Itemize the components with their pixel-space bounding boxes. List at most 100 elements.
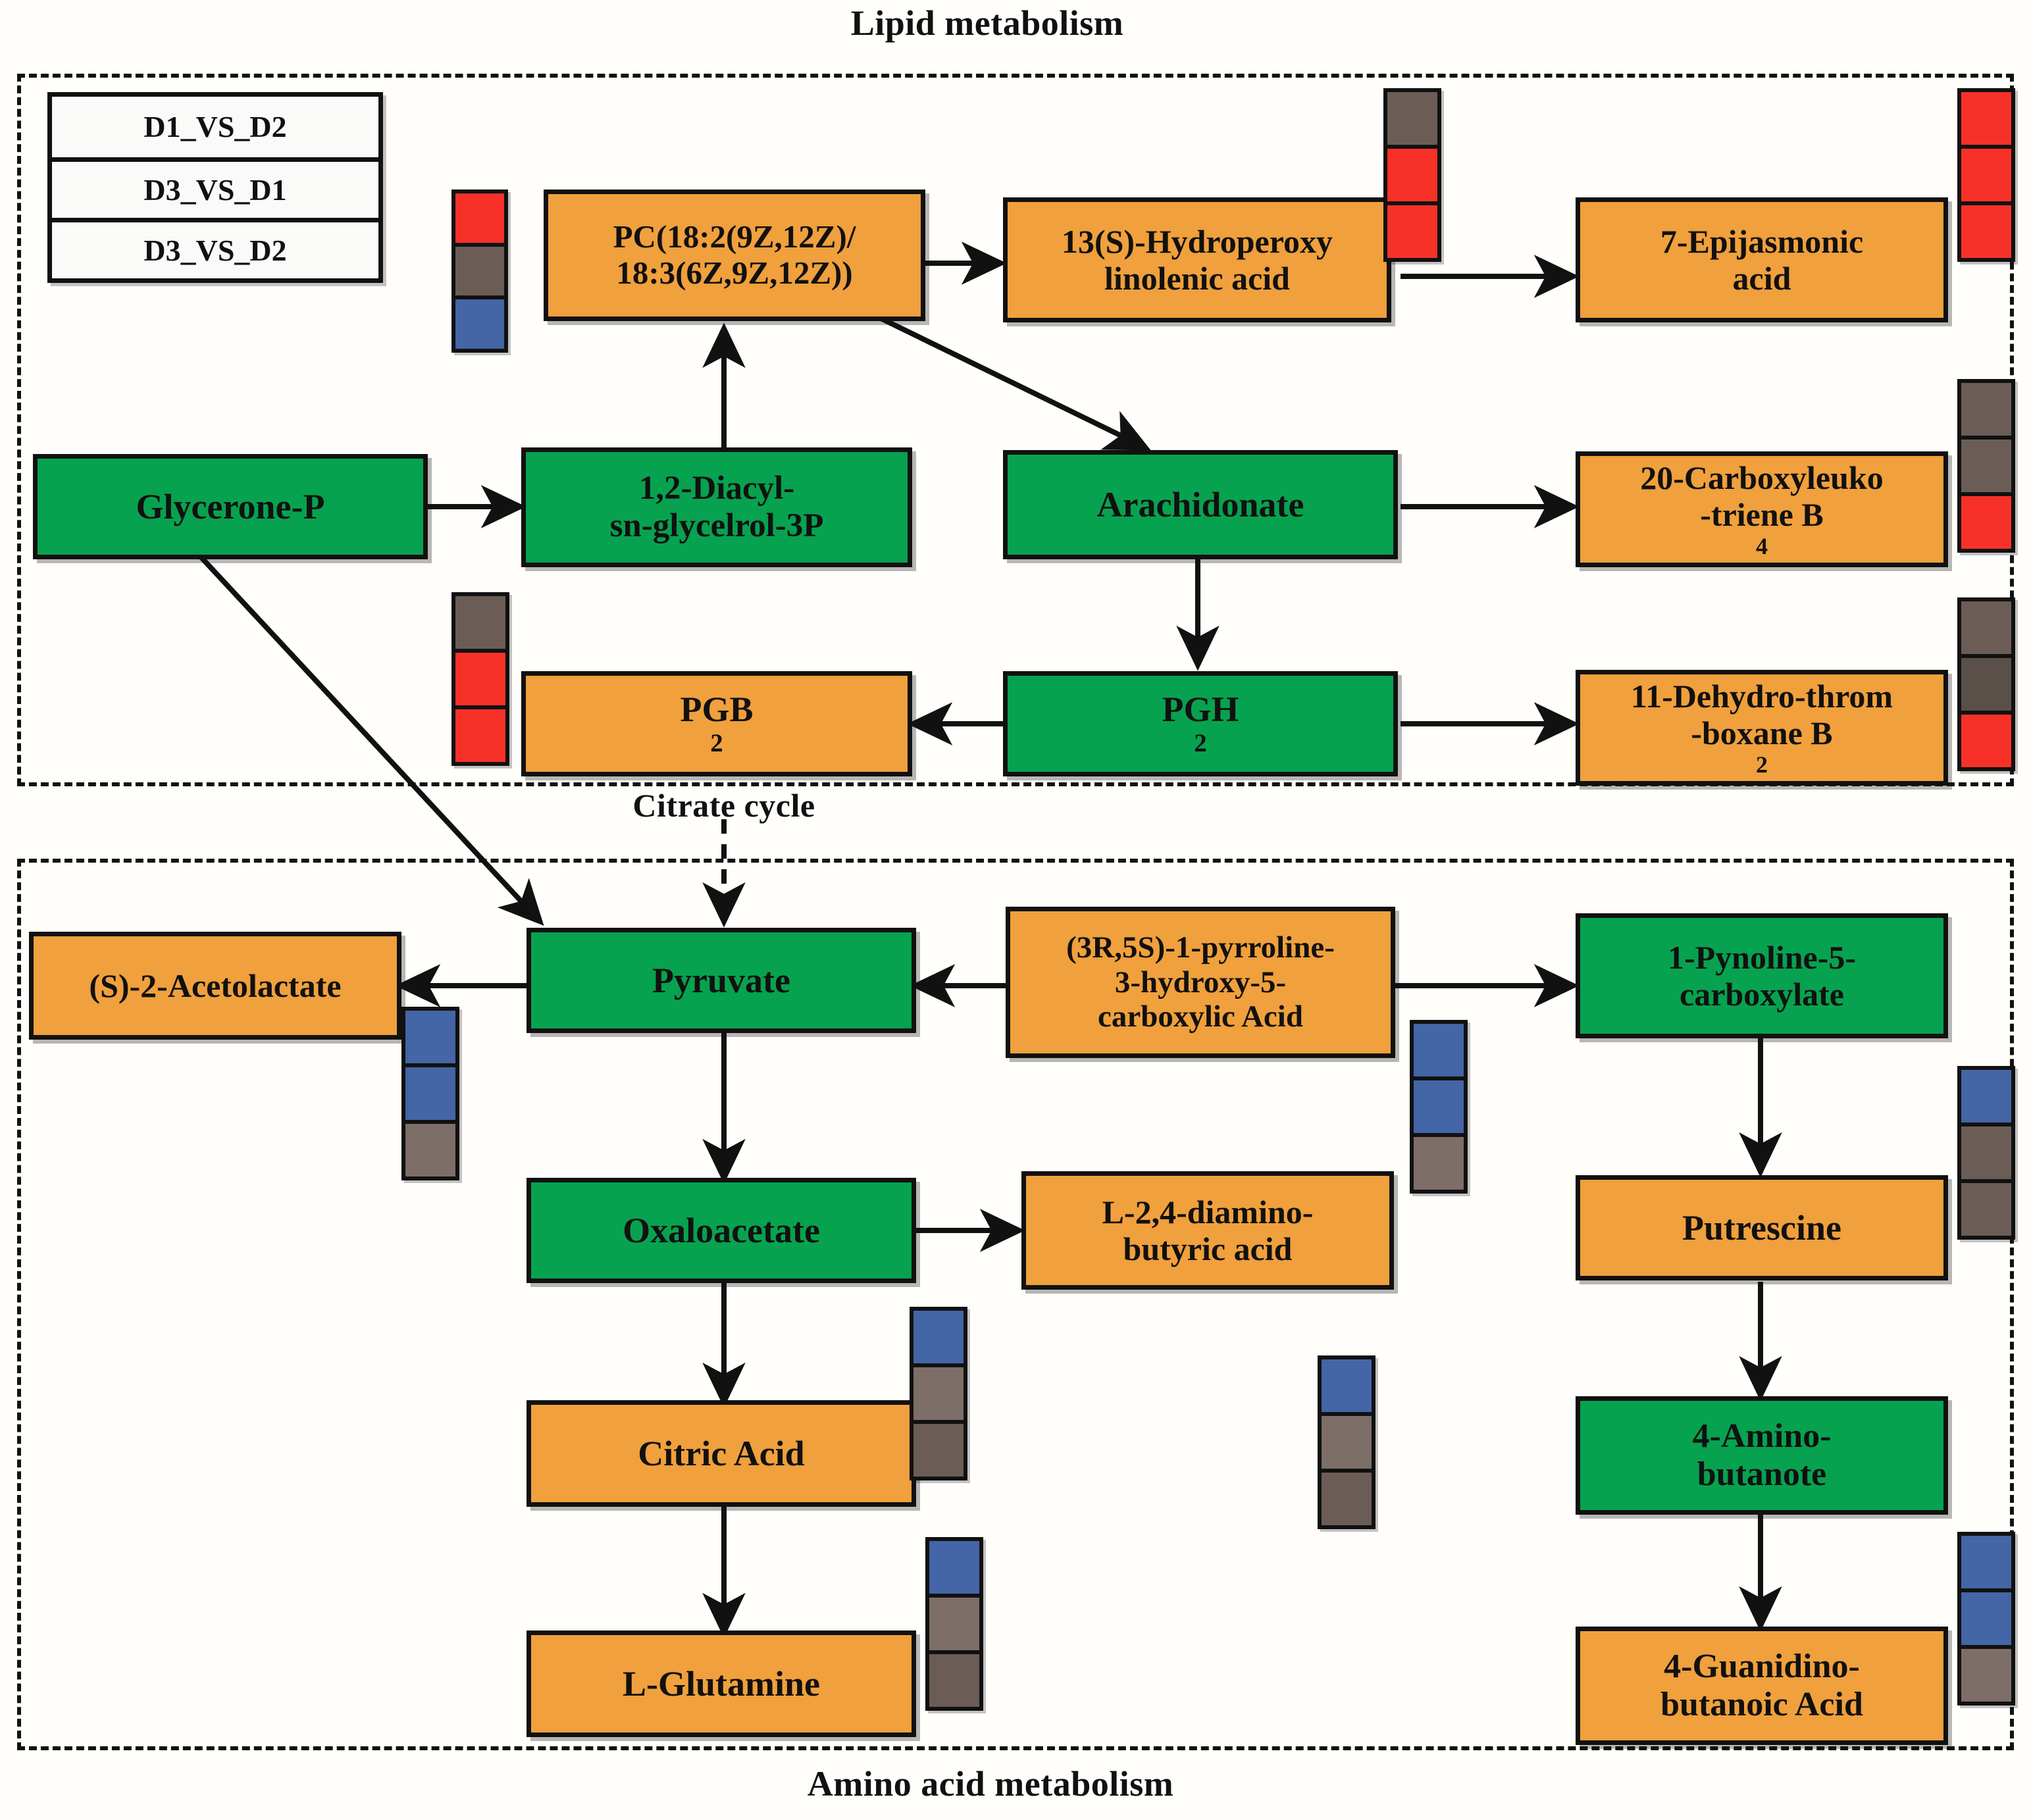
stack-13s-hydroperoxy-linolenic-acid <box>1383 88 1441 262</box>
amino-acid-metabolism-title: Amino acid metabolism <box>807 1764 1174 1804</box>
stack-pyruvate <box>401 1007 459 1180</box>
legend-row-d3-vs-d2: D3_VS_D2 <box>52 217 378 278</box>
stack-cell-d1-vs-d2 <box>1961 92 2011 145</box>
stack-cell-d1-vs-d2 <box>1961 601 2011 654</box>
node-l-glutamine[interactable]: L-Glutamine <box>527 1630 916 1737</box>
node-diaminobutyric-line1: L-2,4-diamino- <box>1102 1194 1314 1230</box>
node-pgb2-label: PGB <box>680 690 754 729</box>
node-putrescine[interactable]: Putrescine <box>1576 1175 1948 1280</box>
node-1-pynoline-5-carboxylate[interactable]: 1-Pynoline-5- carboxylate <box>1576 913 1948 1038</box>
citrate-cycle-title: Citrate cycle <box>632 787 815 824</box>
stack-pgb2 <box>451 592 509 766</box>
node-pynoline-line2: carboxylate <box>1680 976 1844 1013</box>
node-oxaloacetate-label: Oxaloacetate <box>623 1210 820 1250</box>
legend-key-cell-brown <box>455 242 504 296</box>
node-dehydrothrom-subscript: 2 <box>1756 751 1768 778</box>
stack-cell-d3-vs-d2 <box>929 1650 979 1707</box>
stack-cell-d1-vs-d2 <box>913 1311 964 1363</box>
legend-row-d1-vs-d2: D1_VS_D2 <box>143 110 287 144</box>
node-oxaloacetate[interactable]: Oxaloacetate <box>527 1178 916 1283</box>
stack-cell-d3-vs-d2 <box>455 705 505 762</box>
node-pc-line1: PC(18:2(9Z,12Z)/ <box>613 218 856 255</box>
node-pc-phosphatidylcholine[interactable]: PC(18:2(9Z,12Z)/ 18:3(6Z,9Z,12Z)) <box>544 190 925 321</box>
stack-cell-d1-vs-d2 <box>405 1011 455 1063</box>
stack-cell-d3-vs-d1 <box>405 1063 455 1120</box>
node-7-epijasmonic-acid[interactable]: 7-Epijasmonic acid <box>1576 197 1948 322</box>
node-epijasmonic-line1: 7-Epijasmonic <box>1660 223 1864 260</box>
node-4-aminobutanote[interactable]: 4-Amino- butanote <box>1576 1396 1948 1515</box>
node-aminobutanote-line1: 4-Amino- <box>1692 1417 1832 1455</box>
stack-cell-d1-vs-d2 <box>455 596 505 649</box>
stack-cell-d1-vs-d2 <box>1322 1359 1372 1412</box>
stack-cell-d3-vs-d2 <box>1414 1133 1464 1190</box>
node-carboxyleuko-line2: -triene B <box>1700 495 1824 533</box>
stack-7-epijasmonic-acid <box>1957 88 2015 262</box>
stack-cell-d3-vs-d2 <box>1961 492 2011 549</box>
node-pyruvate[interactable]: Pyruvate <box>527 928 916 1033</box>
stack-cell-d3-vs-d2 <box>1961 711 2011 767</box>
node-dehydrothrom-line2: -boxane B <box>1691 714 1833 751</box>
node-pyrroline-line2: 3-hydroxy-5- <box>1114 965 1287 999</box>
stack-3r5s-1-pyrroline <box>1410 1020 1468 1194</box>
node-hpl-line1: 13(S)-Hydroperoxy <box>1061 223 1333 260</box>
stack-cell-d1-vs-d2 <box>1387 92 1437 145</box>
node-arachidonate[interactable]: Arachidonate <box>1003 450 1398 559</box>
amino-acid-metabolism-frame <box>17 859 2014 1750</box>
node-13s-hydroperoxy-linolenic-acid[interactable]: 13(S)-Hydroperoxy linolenic acid <box>1003 197 1391 322</box>
node-s-2-acetolactate[interactable]: (S)-2-Acetolactate <box>29 932 401 1040</box>
legend-row-d3-vs-d1: D3_VS_D1 <box>52 157 378 218</box>
legend-key-cell-red <box>455 193 504 243</box>
stack-l-glutamine <box>925 1537 983 1711</box>
node-citric-acid[interactable]: Citric Acid <box>527 1400 916 1507</box>
node-epijasmonic-line2: acid <box>1732 260 1791 297</box>
node-diacyl-line1: 1,2-Diacyl- <box>638 469 795 507</box>
node-pgb2-subscript: 2 <box>710 729 723 758</box>
stack-cell-d1-vs-d2 <box>1961 383 2011 436</box>
node-putrescine-label: Putrescine <box>1682 1207 1841 1248</box>
node-pc-line2: 18:3(6Z,9Z,12Z)) <box>616 255 853 291</box>
stack-cell-d3-vs-d1 <box>1414 1076 1464 1133</box>
stack-cell-d3-vs-d1 <box>1387 145 1437 201</box>
stack-cell-d3-vs-d1 <box>455 649 505 705</box>
stack-cell-d3-vs-d1 <box>913 1363 964 1420</box>
comparison-legend: D1_VS_D2 D3_VS_D1 D3_VS_D2 <box>47 92 383 283</box>
stack-cell-d3-vs-d1 <box>929 1594 979 1650</box>
node-1-2-diacyl-sn-glycerol-3p[interactable]: 1,2-Diacyl- sn-glycelrol-3P <box>521 447 912 567</box>
stack-cell-d3-vs-d2 <box>1961 1645 2011 1702</box>
stack-cell-d3-vs-d1 <box>1961 436 2011 492</box>
node-diaminobutyric-line2: butyric acid <box>1123 1230 1293 1267</box>
node-guanidino-line2: butanoic Acid <box>1660 1686 1863 1723</box>
stack-cell-d3-vs-d2 <box>1387 201 1437 258</box>
stack-cell-d3-vs-d2 <box>1961 201 2011 258</box>
node-4-guanidinobutanoic-acid[interactable]: 4-Guanidino- butanoic Acid <box>1576 1627 1948 1745</box>
node-glutamine-label: L-Glutamine <box>622 1663 820 1704</box>
node-glyceronep-label: Glycerone-P <box>136 486 325 526</box>
stack-putrescine <box>1957 1066 2015 1240</box>
node-pyrroline-line3: carboxylic Acid <box>1098 999 1303 1034</box>
stack-cell-d3-vs-d2 <box>405 1120 455 1176</box>
stack-cell-d1-vs-d2 <box>1961 1536 2011 1588</box>
stack-cell-d3-vs-d1 <box>1322 1412 1372 1469</box>
node-carboxyleuko-line1: 20-Carboxyleuko <box>1640 459 1884 496</box>
stack-cell-d3-vs-d2 <box>1961 1179 2011 1236</box>
stack-11-dehydro-thromboxane-b2 <box>1957 597 2015 771</box>
node-l-2-4-diaminobutyric-acid[interactable]: L-2,4-diamino- butyric acid <box>1021 1171 1394 1290</box>
stack-20-carboxyleukotriene-b4 <box>1957 379 2015 553</box>
node-glycerone-p[interactable]: Glycerone-P <box>33 454 428 559</box>
stack-cell-d3-vs-d1 <box>1961 654 2011 711</box>
stack-cell-d1-vs-d2 <box>929 1541 979 1594</box>
node-pyrroline-line1: (3R,5S)-1-pyrroline- <box>1066 930 1335 965</box>
stack-cell-d3-vs-d1 <box>1961 1588 2011 1645</box>
node-pynoline-line1: 1-Pynoline-5- <box>1667 939 1857 976</box>
stack-cell-d3-vs-d2 <box>913 1420 964 1477</box>
node-pyruvate-label: Pyruvate <box>652 960 790 1000</box>
stack-cell-d1-vs-d2 <box>1414 1024 1464 1076</box>
node-citricacid-label: Citric Acid <box>638 1433 805 1473</box>
node-3r5s-1-pyrroline-3-hydroxy-5-carboxylic-acid[interactable]: (3R,5S)-1-pyrroline- 3-hydroxy-5- carbox… <box>1006 907 1395 1058</box>
lipid-metabolism-title: Lipid metabolism <box>850 3 1124 43</box>
